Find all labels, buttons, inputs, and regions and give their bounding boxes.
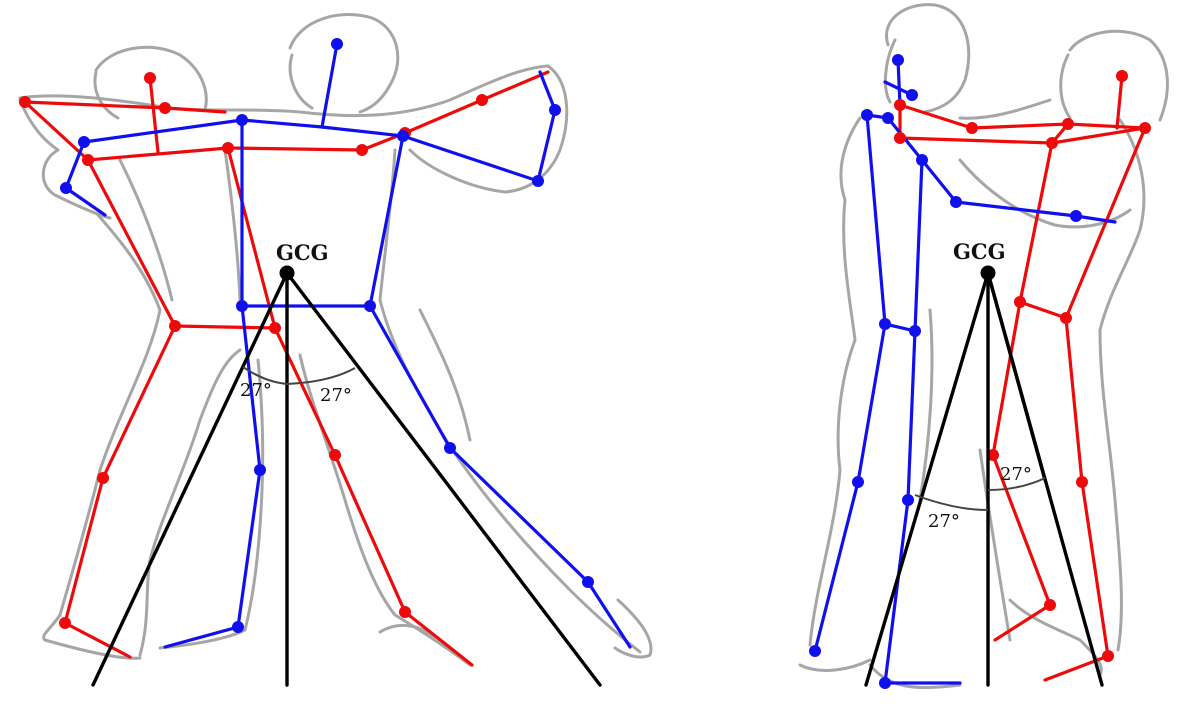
front-view-gcg-label: GCG [276,240,329,265]
side-view-angle-right-label: 27° [1000,464,1032,485]
side-view-silhouette [800,5,1167,688]
front-view-angle-left-label: 27° [240,380,272,401]
side-view-blue-joints [809,54,1082,689]
side-view-angle-left-label: 27° [928,511,960,532]
front-view-angle-right-label: 27° [320,385,352,406]
side-view-red-skeleton [900,76,1145,680]
front-view-gcg-rays [93,266,600,686]
side-view-panel: GCG 27° 27° [800,5,1167,689]
side-view-gcg-label: GCG [953,239,1006,264]
front-view-panel: GCG 27° 27° [19,15,651,685]
